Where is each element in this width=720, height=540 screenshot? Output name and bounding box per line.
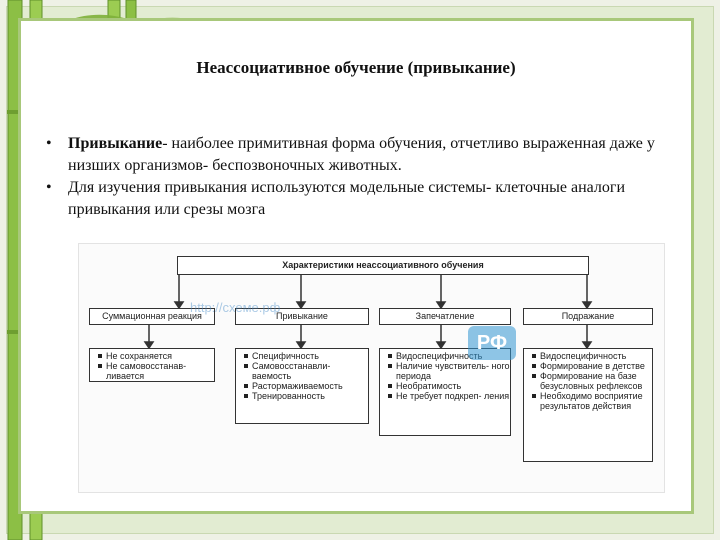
list-item: Самовосстанавли- ваемость <box>244 361 368 381</box>
diagram-header: Характеристики неассоциативного обучения <box>177 256 589 275</box>
list-item: Наличие чувствитель- ного периода <box>388 361 510 381</box>
bullet-dot-icon: • <box>46 179 52 196</box>
column-list: Специфичность Самовосстанавли- ваемость … <box>235 348 369 424</box>
list-item: Специфичность <box>244 351 368 361</box>
bullet-dot-icon: • <box>46 135 52 152</box>
list-item: Не самовосстанав- ливается <box>98 361 214 381</box>
list-item: Необратимость <box>388 381 510 391</box>
bullet-term: Привыкание <box>68 135 163 152</box>
bullet-item: • Для изучения привыкания используются м… <box>40 177 680 221</box>
column-title: Суммационная реакция <box>89 308 215 325</box>
list-item: Не требует подкреп- ления <box>388 391 510 401</box>
list-item: Формирование на базе безусловных рефлекс… <box>532 371 652 391</box>
list-item: Необходимо восприятие результатов действ… <box>532 391 652 411</box>
watermark-url: http://схеме.рф <box>190 300 281 315</box>
column-title: Запечатление <box>379 308 511 325</box>
slide-title: Неассоциативное обучение (привыкание) <box>196 58 516 77</box>
bullet-list: • Привыкание- наиболее примитивная форма… <box>40 133 680 221</box>
list-item: Видоспецифичность <box>532 351 652 361</box>
column-list: Видоспецифичность Формирование в детстве… <box>523 348 653 462</box>
bullet-item: • Привыкание- наиболее примитивная форма… <box>40 133 680 177</box>
list-item: Видоспецифичность <box>388 351 510 361</box>
list-item: Растормаживаемость <box>244 381 368 391</box>
bullet-text: - наиболее примитивная форма обучения, о… <box>68 135 655 174</box>
characteristics-diagram: Характеристики неассоциативного обучения… <box>78 243 665 493</box>
list-item: Не сохраняется <box>98 351 214 361</box>
column-list: Видоспецифичность Наличие чувствитель- н… <box>379 348 511 436</box>
column-title: Привыкание <box>235 308 369 325</box>
list-item: Формирование в детстве <box>532 361 652 371</box>
bullet-text: Для изучения привыкания используются мод… <box>68 179 626 218</box>
watermark-badge: РФ <box>468 326 516 360</box>
column-list: Не сохраняется Не самовосстанав- ливаетс… <box>89 348 215 382</box>
column-title: Подражание <box>523 308 653 325</box>
list-item: Тренированность <box>244 391 368 401</box>
